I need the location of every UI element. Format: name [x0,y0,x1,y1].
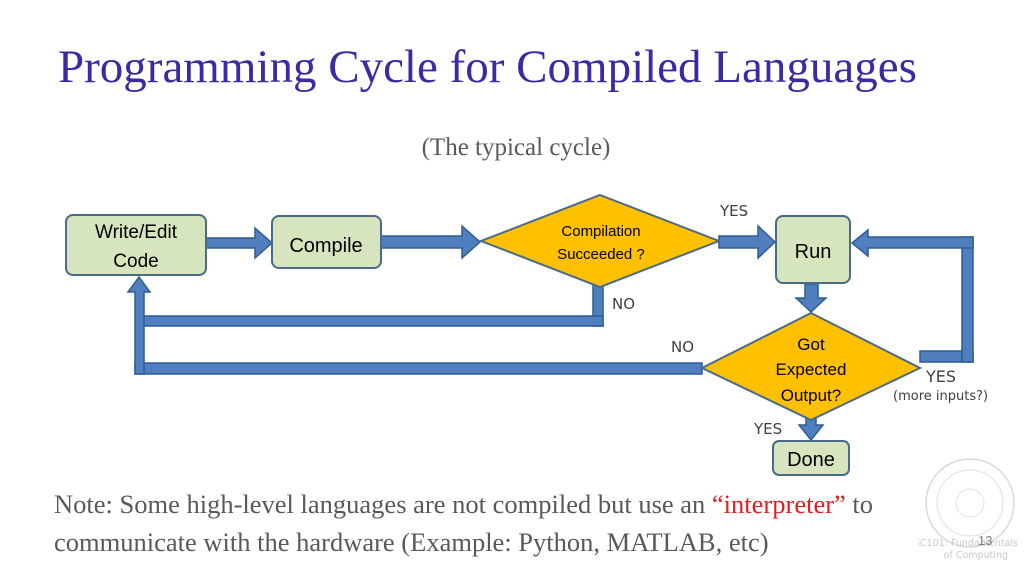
slide-title: Programming Cycle for Compiled Languages [58,41,917,93]
arrow-up-to-write [126,275,152,375]
expected-output-line3: Output? [781,386,842,405]
run-box [775,215,851,284]
arrow-more-inputs-to-run [850,228,974,258]
label-output-no: NO [671,338,694,356]
compilation-decision-line1: Compilation [561,223,640,240]
label-more-inputs: (more inputs?) [893,389,988,404]
page-number: 13 [978,533,993,548]
expected-output-line2: Expected [776,360,847,379]
watermark-line2: of Computing [944,550,1008,561]
arrow-run-to-output [794,283,828,314]
watermark-line1: ESC101: Fundamentals [918,538,1018,549]
write-edit-code-line1: Write/Edit [95,222,178,243]
label-output-yes-more: YES [925,367,956,386]
label-compile-no: NO [612,295,635,313]
arrow-compile-to-decision [380,224,482,260]
slide-subtitle: (The typical cycle) [421,134,611,161]
expected-output-line1: Got [797,335,825,354]
arrow-compile-no-left [138,315,604,327]
slide-note: Note: Some high-level languages are not … [54,485,974,561]
arrow-write-to-compile [205,226,274,260]
write-edit-code-box [65,214,207,276]
done-label: Done [787,449,835,471]
arrow-output-to-done [797,417,825,442]
compilation-decision-diamond [478,193,722,289]
compile-label: Compile [289,235,362,257]
arrow-decision-yes-to-run [718,224,777,260]
done-box [772,440,850,476]
note-highlight-interpreter: “interpreter” [711,489,846,519]
arrow-output-no-left [134,362,703,375]
write-edit-code-line2: Code [113,251,158,272]
institute-seal-watermark: ESC101: Fundamentals of Computing [918,458,1018,561]
label-output-yes-done: YES [753,420,782,438]
run-label: Run [795,241,832,263]
note-text-after: to communicate with the hardware (Exampl… [54,489,874,557]
arrow-more-inputs-up [961,236,974,363]
label-compile-yes: YES [719,202,748,220]
compilation-decision-line2: Succeeded ? [557,246,645,263]
expected-output-diamond [699,311,923,422]
compile-box [271,215,382,269]
note-text-before: Note: Some high-level languages are not … [54,489,712,519]
